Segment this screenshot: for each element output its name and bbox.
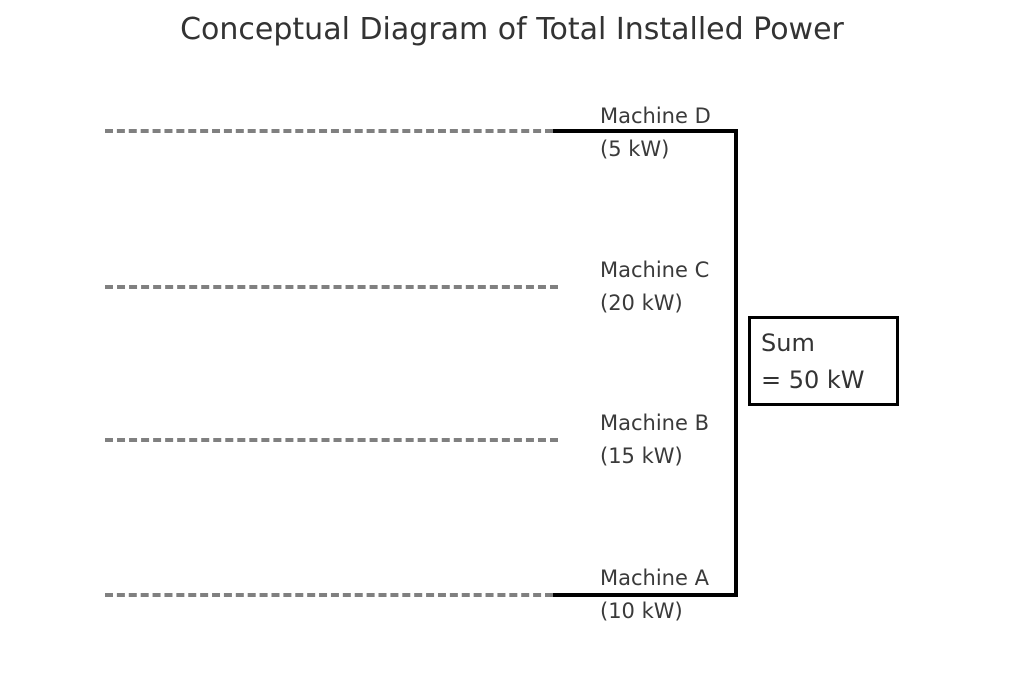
dashed-guide-line-machine-b	[105, 438, 558, 442]
sum-callout-box: Sum = 50 kW	[748, 316, 899, 406]
sum-box-value: = 50 kW	[761, 366, 865, 394]
dashed-guide-line-machine-d	[105, 129, 553, 133]
label-machine-a-name: Machine A	[600, 566, 709, 590]
label-machine-b-value: (15 kW)	[600, 444, 683, 468]
sum-box-label: Sum	[761, 329, 815, 357]
label-machine-d-value: (5 kW)	[600, 137, 670, 161]
chart-title: Conceptual Diagram of Total Installed Po…	[180, 12, 844, 47]
dashed-guide-line-machine-a	[105, 593, 553, 597]
label-machine-c: Machine C (20 kW)	[600, 254, 709, 320]
label-machine-d-name: Machine D	[600, 104, 711, 128]
label-machine-a: Machine A (10 kW)	[600, 562, 709, 628]
label-machine-c-name: Machine C	[600, 258, 710, 282]
label-machine-a-value: (10 kW)	[600, 599, 683, 623]
dashed-guide-line-machine-c	[105, 285, 558, 289]
label-machine-d: Machine D (5 kW)	[600, 100, 711, 166]
label-machine-c-value: (20 kW)	[600, 291, 683, 315]
label-machine-b-name: Machine B	[600, 411, 709, 435]
solid-segment-machine-a	[553, 593, 738, 597]
solid-segment-machine-d	[553, 129, 738, 133]
label-machine-b: Machine B (15 kW)	[600, 407, 709, 473]
summation-bracket-bar	[734, 129, 738, 597]
